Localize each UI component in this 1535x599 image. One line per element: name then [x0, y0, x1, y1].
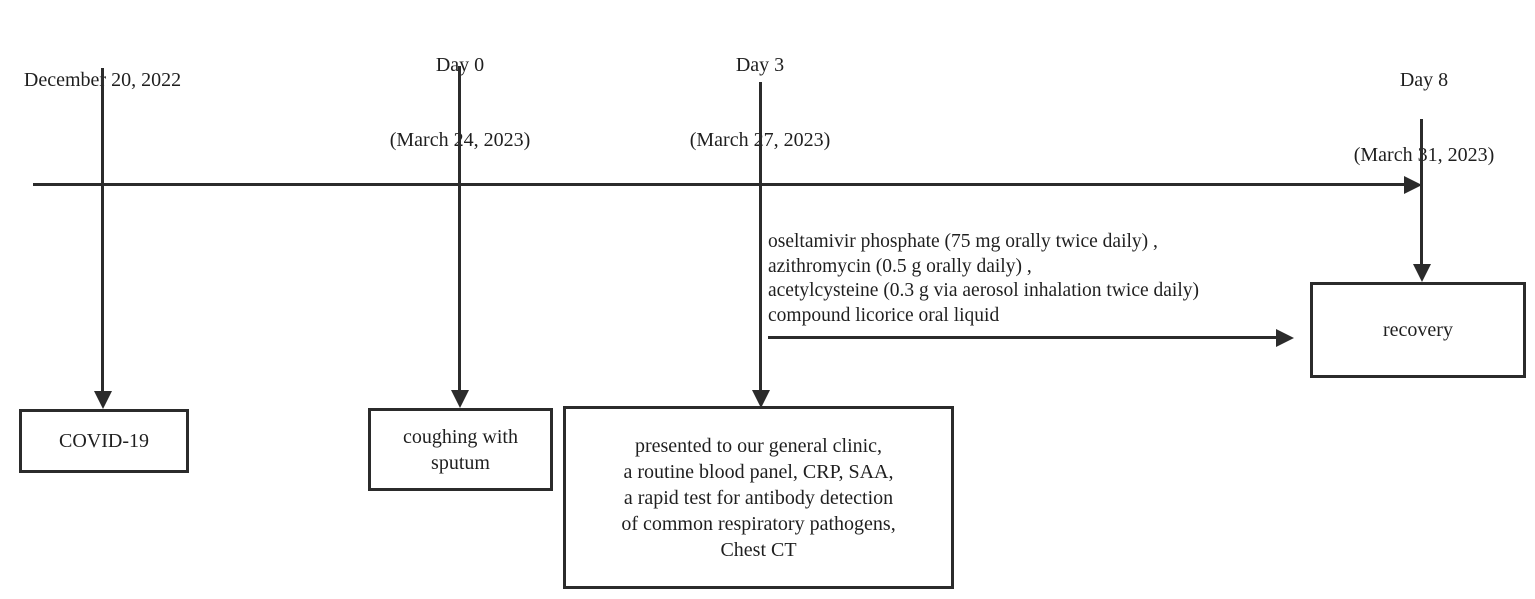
event-box-covid-19: COVID-19 [19, 409, 189, 473]
event-box-clinic-text: presented to our general clinic, a routi… [621, 434, 896, 561]
timeline-axis-arrowhead-icon [1404, 175, 1422, 194]
timeline-label-day-3-line1: Day 3 [735, 54, 785, 76]
event-box-coughing-text: coughing with sputum [403, 425, 518, 474]
connector-day-0 [458, 66, 461, 392]
treatment-arrow-arrowhead-icon [1276, 328, 1294, 347]
treatment-text: oseltamivir phosphate (75 mg orally twic… [768, 231, 1200, 326]
event-box-clinic: presented to our general clinic, a routi… [563, 406, 954, 589]
timeline-axis [33, 183, 1411, 186]
connector-day-3 [759, 82, 762, 392]
timeline-label-covid-date: December 20, 2022 [0, 18, 205, 143]
event-box-coughing: coughing with sputum [368, 408, 553, 491]
connector-day-8 [1420, 119, 1423, 267]
connector-covid-date-arrowhead-icon [93, 391, 112, 409]
connector-day-8-arrowhead-icon [1412, 264, 1431, 282]
connector-covid-date [101, 68, 104, 393]
event-box-covid-19-text: COVID-19 [59, 430, 149, 452]
timeline-label-day-8-line1: Day 8 [1399, 69, 1449, 91]
connector-day-0-arrowhead-icon [450, 390, 469, 408]
timeline-label-day-8-line2: (March 31, 2023) [1353, 144, 1495, 166]
timeline-label-covid-date-line1: December 20, 2022 [23, 69, 182, 91]
event-box-recovery: recovery [1310, 282, 1526, 378]
event-box-recovery-text: recovery [1383, 319, 1453, 341]
connector-day-3-arrowhead-icon [751, 390, 770, 408]
timeline-label-day-3: Day 3 (March 27, 2023) [655, 3, 865, 203]
treatment-arrow-line [768, 336, 1280, 339]
timeline-label-day-8: Day 8 (March 31, 2023) [1318, 18, 1530, 218]
